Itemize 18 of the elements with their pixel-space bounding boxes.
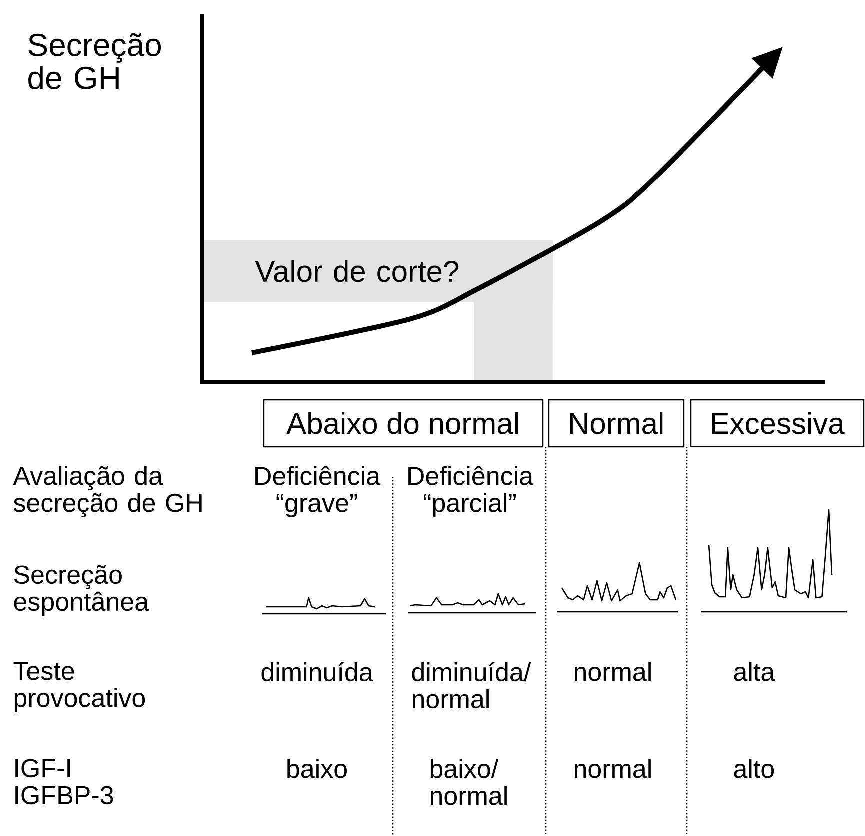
cell-text: alta [734, 662, 776, 682]
axis-label: Secreção de GH [28, 33, 162, 90]
row-label: IGF-I IGFBP-3 [16, 759, 114, 805]
category-box: Normal [548, 399, 685, 448]
cell-text: normal [574, 662, 651, 682]
cutoff-band: Valor de corte? [202, 240, 554, 380]
row-label: Secreção espontânea [14, 565, 150, 616]
row-label: Avaliação da secreção de GH [13, 466, 202, 518]
cell-text: baixo/ normal [430, 759, 507, 806]
cell-text: baixo [288, 759, 347, 778]
cell-text: diminuída [262, 662, 374, 682]
cell-text: Deficiência “parcial” [408, 466, 534, 518]
cell-text: diminuída/ normal [412, 662, 532, 709]
category-box: Abaixo do normal [263, 399, 544, 448]
cell-text: normal [574, 759, 651, 778]
cell-text: alto [734, 759, 774, 778]
category-box: Excessiva [690, 399, 865, 448]
row-label: Teste provocativo [14, 662, 146, 712]
